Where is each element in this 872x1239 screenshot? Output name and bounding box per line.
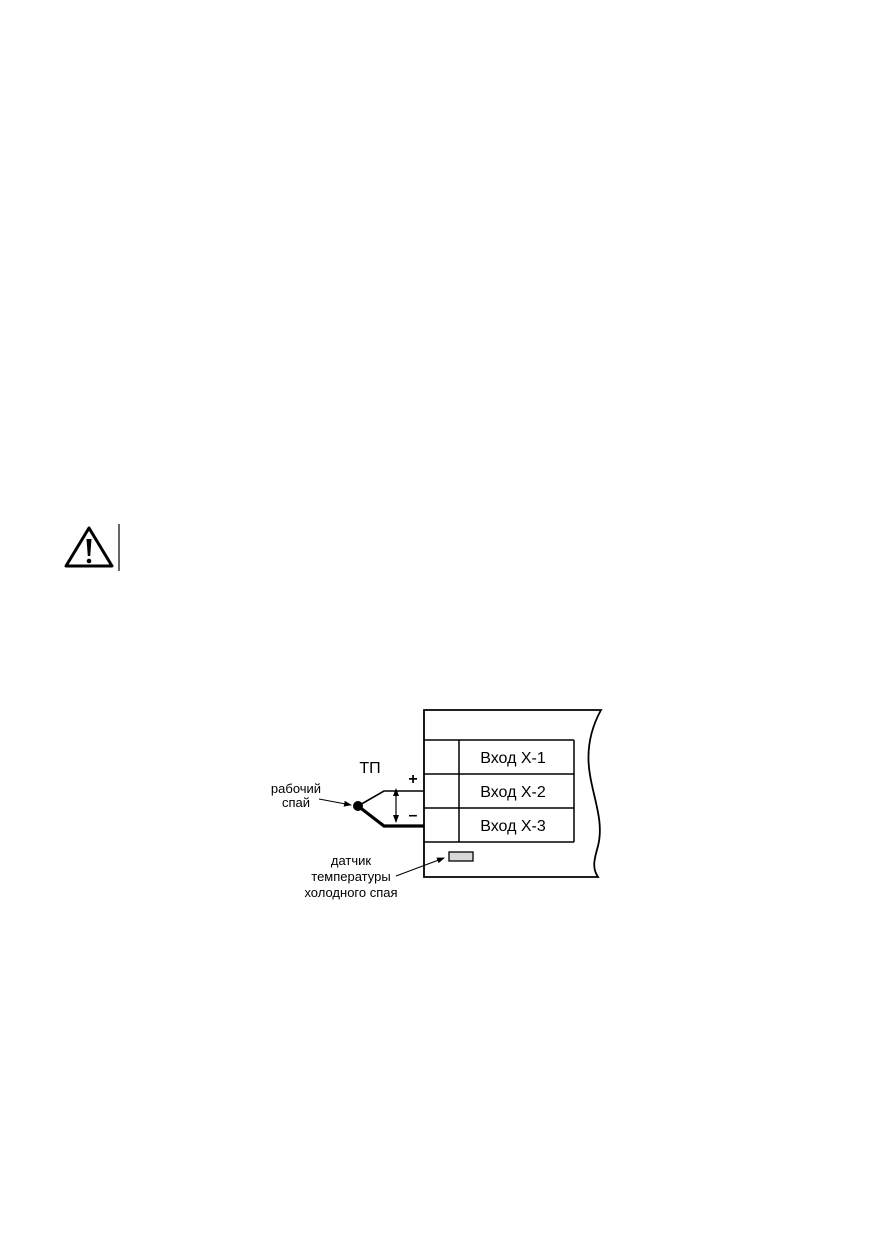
thermocouple-minus-wire: [357, 804, 424, 828]
hot-junction-label-line1: рабочий: [271, 781, 321, 796]
cold-sensor-label-line3: холодного спая: [304, 885, 397, 900]
input-label-x2: Вход Х-2: [480, 784, 546, 801]
cold-sensor-label-line1: датчик: [331, 853, 372, 868]
device-housing: [423, 709, 603, 878]
cold-sensor-pointer: [395, 857, 445, 877]
warning-triangle-icon: [64, 526, 114, 568]
input-label-x3: Вход Х-3: [480, 818, 546, 835]
hot-junction-dot: [353, 801, 363, 811]
terminal-block: [424, 739, 575, 843]
thermocouple-plus-wire: [357, 790, 424, 807]
minus-sign: –: [409, 807, 418, 824]
tp-label: ТП: [359, 760, 380, 777]
cold-junction-sensor: [448, 851, 474, 862]
thermocouple: [353, 790, 424, 828]
cold-sensor-label-line2: температуры: [311, 869, 390, 884]
plus-sign: +: [408, 771, 417, 788]
input-label-x1: Вход Х-1: [480, 750, 546, 767]
hot-junction-label-line2: спай: [282, 795, 310, 810]
hot-junction-pointer: [318, 798, 352, 807]
